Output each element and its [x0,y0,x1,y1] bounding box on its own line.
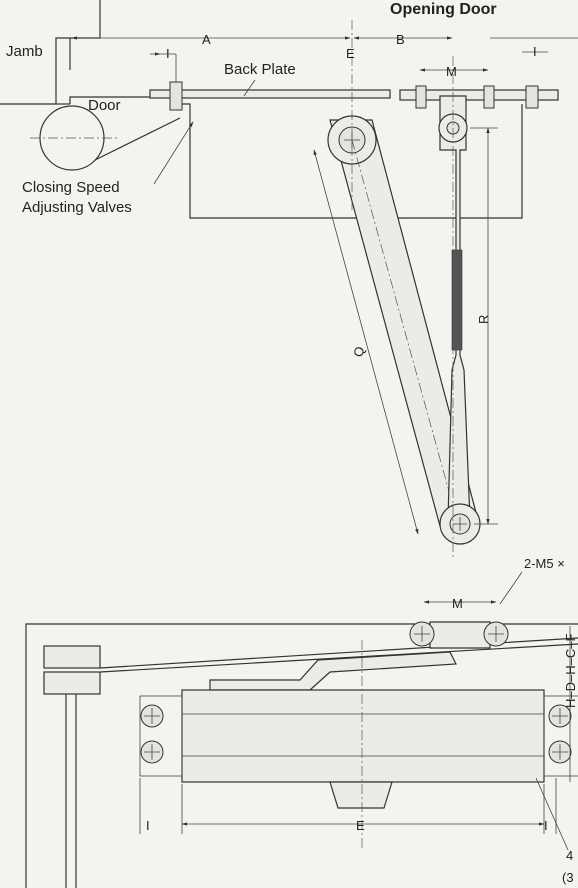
arm-pivot [439,503,481,545]
dim-stack-label: H–D–H–C–F [563,634,578,708]
note-4-leader [535,777,569,851]
valves-label-line2: Adjusting Valves [22,199,132,216]
dim-a-label: A [202,32,211,47]
dim-i-left [158,53,177,82]
dim-q [313,149,419,535]
screw-note: 2-M5 × [524,556,565,571]
title-opening-door: Opening Door [390,1,497,18]
dim-e-bottom-label: E [356,818,365,833]
dim-i-right-label: I [533,44,537,59]
back-plate-label: Back Plate [224,61,296,78]
mounting-screws-top [169,81,539,111]
dim-m-top-label: M [446,64,457,79]
arm-bracket [209,621,509,691]
hinge [30,105,181,171]
screw-note-leader [499,571,523,605]
dim-q-label: Q [350,345,367,359]
dim-b-label: B [396,32,405,47]
jamb-label: Jamb [6,43,43,60]
dim-m-bottom-label: M [452,596,463,611]
dim-r-label: R [476,315,491,324]
door-label: Door [88,97,121,114]
jamb [0,0,101,105]
note-paren: (3 [562,870,574,885]
door-leaf [56,96,170,105]
back-plate-leader [243,79,256,97]
valves-leader [153,121,194,185]
valves-label-line1: Closing Speed [22,179,120,196]
door-frame [25,623,578,888]
dim-e-top-label: E [346,46,355,61]
note-4: 4 [566,848,573,863]
closer-body-outline [178,103,523,219]
dim-i-bottom-left-label: I [146,818,150,833]
body-mounting-screws [140,704,572,764]
closer-body [139,689,578,809]
dim-i-left-label: I [166,46,170,61]
dim-i-bottom-right-label: I [544,818,548,833]
back-plate [149,89,559,101]
